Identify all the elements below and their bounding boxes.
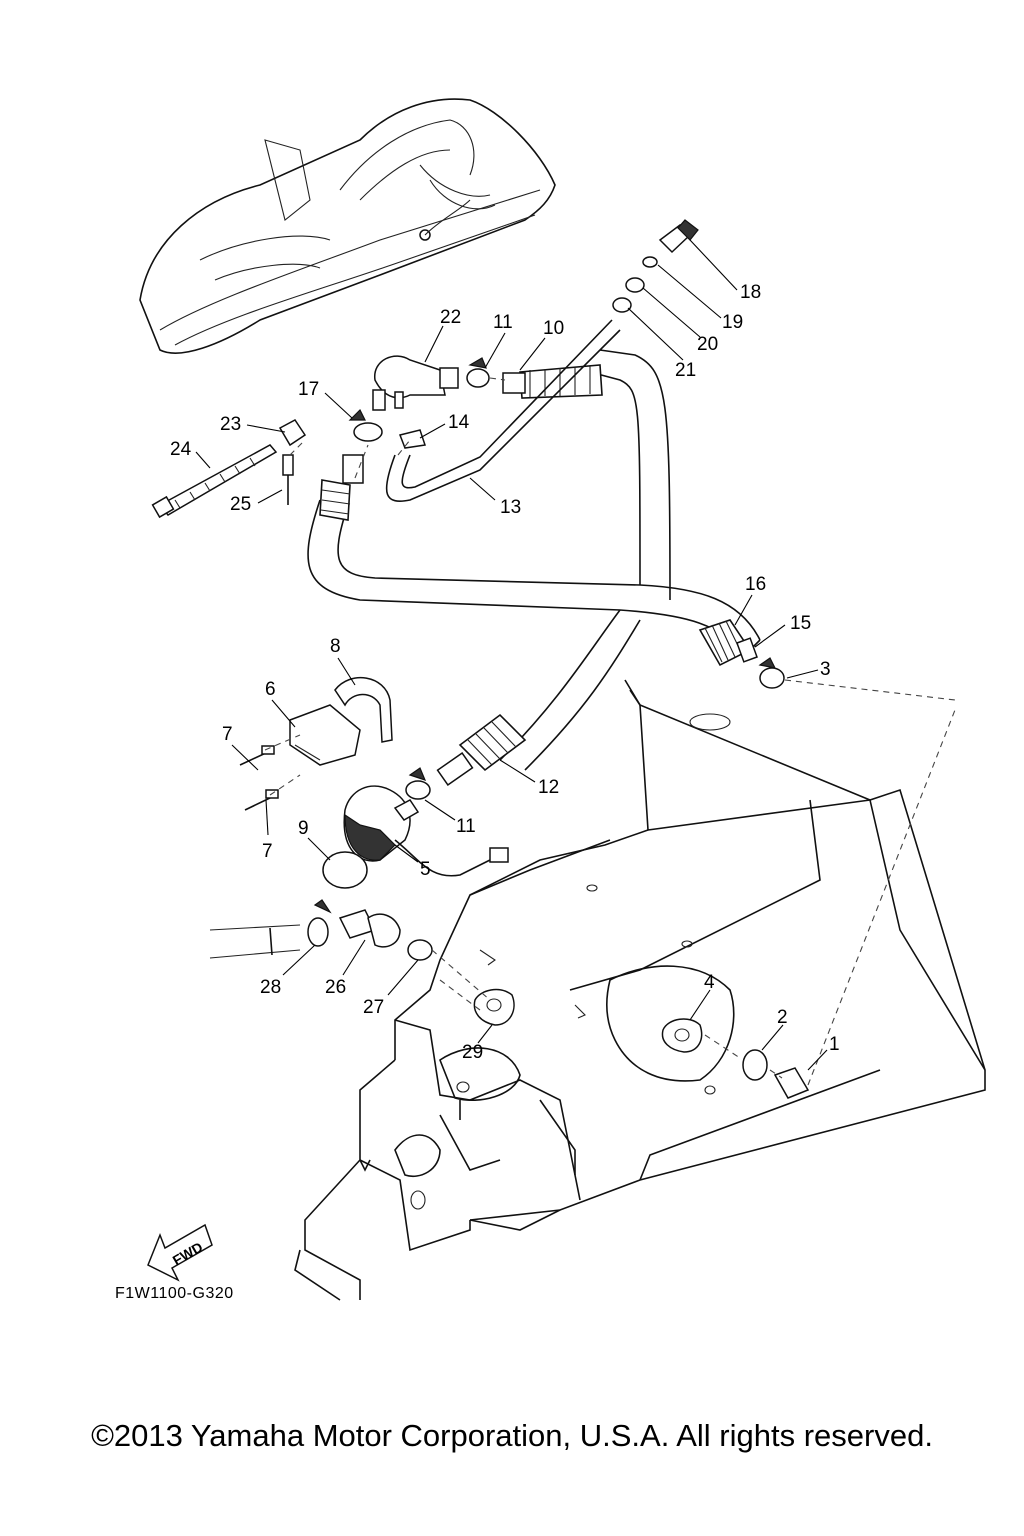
callout-20: 20: [697, 334, 718, 355]
callout-19: 19: [722, 312, 743, 333]
callout-4: 4: [704, 972, 715, 993]
bracket-6: [289, 704, 361, 766]
fwd-arrow-icon: FWD: [147, 1223, 213, 1282]
callout-24: 24: [170, 439, 192, 460]
bilge-hose: [307, 349, 761, 787]
washer-19: [642, 256, 658, 268]
corrugated-section-12: [436, 713, 527, 787]
clamp-17: [348, 408, 383, 442]
callout-27: 27: [363, 997, 384, 1018]
corrugated-section-lower: [319, 454, 364, 521]
figure-code: F1W1100-G320: [115, 1285, 234, 1302]
nut-21: [612, 297, 632, 313]
callout-7b: 7: [262, 841, 273, 862]
callout-17: 17: [298, 379, 319, 400]
callout-10: 10: [543, 318, 564, 339]
bracket-8: [334, 676, 393, 743]
clamp-14: [398, 429, 426, 449]
callout-11a: 11: [493, 312, 513, 333]
hull-compartment: [209, 679, 986, 1301]
watercraft-thumbnail: [139, 98, 556, 354]
leader-lines: [195, 239, 828, 1071]
tie-holder-23: [278, 419, 307, 447]
washer-2: [742, 1049, 768, 1081]
hose-13: [385, 329, 621, 502]
clamp-11-mid: [405, 767, 431, 800]
callout-8: 8: [330, 636, 341, 657]
callout-26: 26: [325, 977, 346, 998]
callout-6: 6: [265, 679, 276, 700]
copyright-notice: ©2013 Yamaha Motor Corporation, U.S.A. A…: [91, 1418, 933, 1453]
corrugated-section-16: [698, 619, 758, 667]
callout-18: 18: [740, 282, 761, 303]
rivet-25: [282, 454, 294, 505]
nut-20: [625, 277, 645, 293]
callout-5: 5: [420, 859, 431, 880]
callout-15: 15: [790, 613, 811, 634]
callout-29: 29: [462, 1042, 483, 1063]
callout-16: 16: [745, 574, 766, 595]
rivets-7: [239, 745, 279, 811]
callout-1: 1: [829, 1034, 840, 1055]
callout-13: 13: [500, 497, 521, 518]
callout-22: 22: [440, 307, 461, 328]
callout-25: 25: [230, 494, 251, 515]
callout-14: 14: [448, 412, 470, 433]
clamp-11-top: [466, 357, 490, 388]
callout-12: 12: [538, 777, 559, 798]
nut-29: [473, 988, 515, 1026]
nut-4: [661, 1018, 703, 1053]
bilge-pump-5: [343, 785, 509, 877]
callout-21: 21: [675, 360, 696, 381]
callout-7a: 7: [222, 724, 233, 745]
callout-2: 2: [777, 1007, 788, 1028]
callout-23: 23: [220, 414, 241, 435]
callout-3: 3: [820, 659, 831, 680]
fitting-18: [658, 219, 699, 254]
fitting-1: [773, 1067, 810, 1099]
corrugated-section-10: [502, 364, 603, 399]
fitting-26: [338, 909, 401, 948]
callout-28: 28: [260, 977, 281, 998]
callout-9: 9: [298, 818, 309, 839]
washer-27: [407, 939, 433, 961]
clamp-28: [307, 899, 332, 947]
callout-labels: 1 2 3 4 5 6 7 7 8 9 10 11 11 12 13 14 15…: [170, 282, 840, 1063]
callout-11b: 11: [456, 816, 476, 837]
valve-22: [372, 355, 459, 411]
filter-9: [322, 851, 368, 889]
clamp-3: [758, 657, 785, 689]
cable-tie-24: [151, 444, 278, 519]
